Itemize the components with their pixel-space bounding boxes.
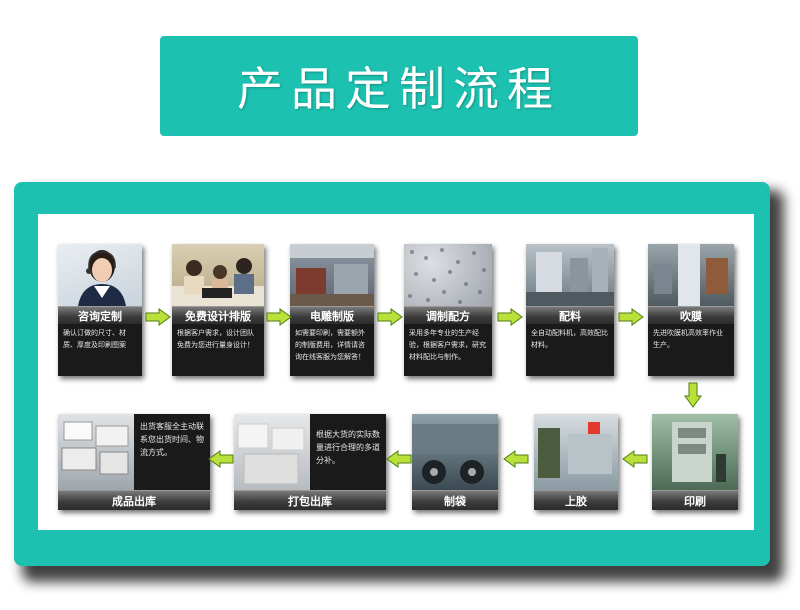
engraving-workshop-photo [290, 244, 374, 306]
arrow-right-icon [497, 308, 523, 326]
plastic-granules-photo [404, 244, 492, 306]
step-label: 吹膜 [648, 306, 734, 325]
step-consultation: 咨询定制 确认订做的尺寸、材质、厚度及印刷图案 [58, 244, 142, 376]
title-banner: 产品定制流程 [160, 36, 638, 136]
arrow-down-icon [684, 382, 702, 408]
printing-machine-photo [652, 414, 738, 490]
step-description: 确认订做的尺寸、材质、厚度及印刷图案 [58, 324, 142, 376]
step-engraving: 电雕制版 如需要印刷，需要额外的制版费用，详情请咨询在线客服为您解答！ [290, 244, 374, 376]
step-label: 印刷 [652, 490, 738, 510]
step-label: 免费设计排版 [172, 306, 264, 325]
step-label: 打包出库 [234, 490, 386, 510]
bag-making-machine-photo [412, 414, 498, 490]
film-blowing-machine-photo [648, 244, 734, 306]
step-printing: 印刷 [652, 414, 738, 510]
arrow-right-icon [377, 308, 403, 326]
step-description: 先进吹膜机高效率作业生产。 [648, 324, 734, 376]
step-label: 电雕制版 [290, 306, 374, 325]
step-design: 免费设计排版 根据客户需求，设计团队免费为您进行量身设计！ [172, 244, 264, 376]
packed-goods-photo [234, 414, 310, 490]
step-description: 全自动配料机，高效配比材料。 [526, 324, 614, 376]
arrow-right-icon [266, 308, 292, 326]
step-film-blowing: 吹膜 先进吹膜机高效率作业生产。 [648, 244, 734, 376]
step-laminating: 上胶 [534, 414, 618, 510]
step-packing: 根据大货的实际数量进行合理的多道分补。 打包出库 [234, 414, 386, 510]
step-label: 成品出库 [58, 490, 210, 510]
step-label: 配料 [526, 306, 614, 325]
step-label: 调制配方 [404, 306, 492, 325]
finished-products-photo [58, 414, 134, 490]
step-label: 制袋 [412, 490, 498, 510]
step-shipping: 出货客服全主动联系您出货时间、物流方式。 成品出库 [58, 414, 210, 510]
step-description: 根据客户需求，设计团队免费为您进行量身设计！ [172, 324, 264, 376]
arrow-right-icon [618, 308, 644, 326]
page-title: 产品定制流程 [237, 62, 561, 116]
laminating-machine-photo [534, 414, 618, 490]
step-description: 如需要印刷，需要额外的制版费用，详情请咨询在线客服为您解答！ [290, 324, 374, 376]
arrow-left-icon [622, 450, 648, 468]
step-description: 出货客服全主动联系您出货时间、物流方式。 [134, 414, 210, 490]
arrow-left-icon [386, 450, 412, 468]
arrow-left-icon [208, 450, 234, 468]
step-description: 根据大货的实际数量进行合理的多道分补。 [310, 414, 386, 490]
arrow-left-icon [503, 450, 529, 468]
mixing-machine-photo [526, 244, 614, 306]
step-label: 咨询定制 [58, 306, 142, 325]
arrow-right-icon [145, 308, 171, 326]
step-label: 上胶 [534, 490, 618, 510]
step-mixing: 配料 全自动配料机，高效配比材料。 [526, 244, 614, 376]
step-description: 采用多年专业的生产经验，根据客户需求，研究材料配比与制作。 [404, 324, 492, 376]
design-team-photo [172, 244, 264, 306]
step-formula: 调制配方 采用多年专业的生产经验，根据客户需求，研究材料配比与制作。 [404, 244, 492, 376]
customer-service-photo [58, 244, 142, 306]
step-bag-making: 制袋 [412, 414, 498, 510]
